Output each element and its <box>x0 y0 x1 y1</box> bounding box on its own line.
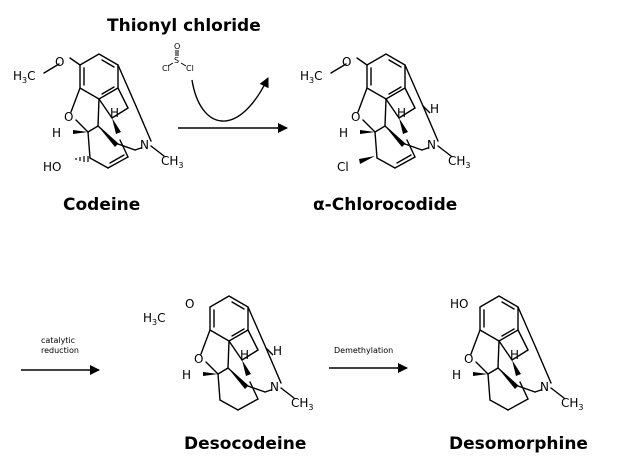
molecule-desocodeine: H3C O O H H H N CH3 <box>143 295 314 412</box>
compound-name-desocodeine: Desocodeine <box>184 434 307 454</box>
svg-text:CH3: CH3 <box>448 154 471 170</box>
compound-name-codeine: Codeine <box>63 195 141 215</box>
svg-text:O: O <box>342 55 351 69</box>
step-label-demethylation: Demethylation <box>334 346 394 355</box>
atom-n-methyl: CH3 <box>161 154 184 170</box>
compound-name-desomorphine: Desomorphine <box>449 434 588 454</box>
svg-text:O: O <box>351 110 360 124</box>
step-label-catalytic: catalytic <box>41 336 76 345</box>
svg-text:N: N <box>270 380 279 394</box>
step-label-reduction: reduction <box>41 346 79 355</box>
svg-text:O: O <box>174 42 180 51</box>
svg-text:Cl: Cl <box>186 64 194 73</box>
svg-text:Cl: Cl <box>337 160 349 174</box>
svg-text:H: H <box>397 106 406 120</box>
svg-text:H: H <box>452 368 461 382</box>
atom-hydroxyl: HO <box>43 160 61 174</box>
svg-text:H: H <box>339 126 348 140</box>
svg-text:O: O <box>185 297 194 311</box>
svg-text:H: H <box>182 368 191 382</box>
atom-label: H3C <box>13 69 36 85</box>
reagent-curved-arrow <box>191 77 269 122</box>
svg-text:H: H <box>240 348 249 362</box>
molecule-codeine: H3C O O H H HO N CH3 <box>13 53 184 174</box>
molecule-desomorphine: HO O H H N CH3 <box>450 295 584 412</box>
svg-text:CH3: CH3 <box>561 396 584 412</box>
reagent-structure: O S Cl Cl <box>162 42 194 73</box>
svg-text:HO: HO <box>450 297 468 311</box>
atom-oxygen: O <box>55 55 64 69</box>
svg-text:N: N <box>427 138 436 152</box>
svg-text:H: H <box>273 344 282 358</box>
svg-text:H: H <box>430 102 439 116</box>
svg-text:H3C: H3C <box>143 311 166 327</box>
atom-nitrogen: N <box>140 138 149 152</box>
reagent-name: Thionyl chloride <box>107 16 261 36</box>
svg-text:S: S <box>174 56 179 65</box>
svg-text:Cl: Cl <box>162 64 170 73</box>
svg-text:H: H <box>510 348 519 362</box>
atom-hydrogen: H <box>52 126 61 140</box>
svg-text:O: O <box>194 352 203 366</box>
atom-hydrogen: H <box>110 106 119 120</box>
svg-text:CH3: CH3 <box>291 396 314 412</box>
atom-oxygen: O <box>64 110 73 124</box>
svg-text:N: N <box>540 380 549 394</box>
molecule-chlorocodide: H3C O O H H H Cl N CH3 <box>300 53 471 174</box>
compound-name-chlorocodide: α-Chlorocodide <box>313 195 458 215</box>
svg-text:O: O <box>464 352 473 366</box>
svg-text:H3C: H3C <box>300 69 323 85</box>
